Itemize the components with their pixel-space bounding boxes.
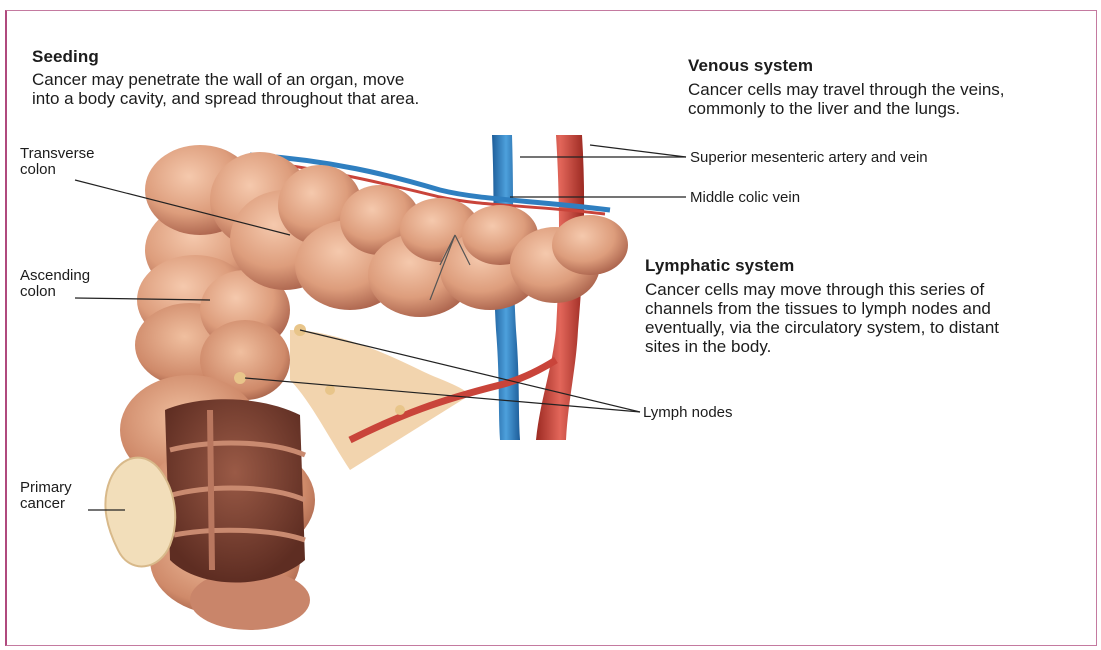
venous-text: Cancer cells may travel through the vein… [688,80,1005,118]
lymph-nodes-label: Lymph nodes [643,404,733,421]
lymph-node [395,405,405,415]
primary-cancer-label: Primary cancer [20,480,72,512]
lymphatic-heading: Lymphatic system [645,256,794,276]
venous-heading: Venous system [688,56,813,76]
ascending-colon-label: Ascending colon [20,268,90,300]
lymph-node [234,372,246,384]
seeding-text: Cancer may penetrate the wall of an orga… [32,70,419,108]
middle-colic-vein-label: Middle colic vein [690,189,800,206]
transverse-colon-label: Transverse colon [20,146,94,178]
sma-vein-label: Superior mesenteric artery and vein [690,149,928,166]
lymphatic-text: Cancer cells may move through this serie… [645,280,999,356]
seeding-heading: Seeding [32,47,99,67]
lymph-node [325,385,335,395]
